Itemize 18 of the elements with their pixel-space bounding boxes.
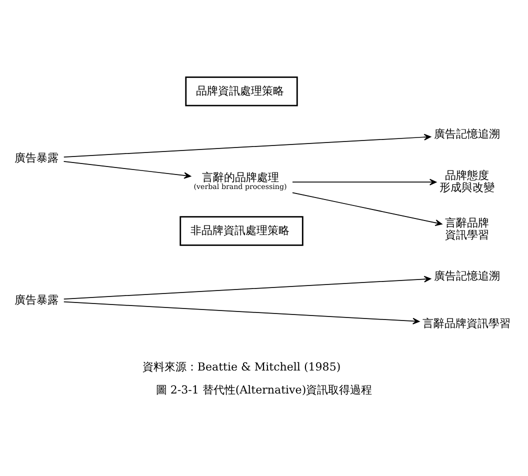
arrow: [63, 160, 192, 178]
node-text: 廣告暴露: [14, 292, 59, 306]
arrow: [292, 192, 442, 226]
node-text: 品牌態度形成與改變: [440, 168, 495, 194]
label: 資料來源：Beattie & Mitchell (1985): [142, 360, 341, 373]
node-box: 品牌資訊處理策略: [185, 76, 298, 106]
caption: 圖 2-3-1 替代性(Alternative)資訊取得過程: [156, 383, 372, 396]
node-box: 非品牌資訊處理策略: [180, 216, 304, 246]
arrow: [63, 133, 432, 157]
node-text: 廣告暴露: [14, 150, 59, 164]
node-text: 言辭品牌資訊學習: [422, 316, 511, 330]
node-text: 廣告記憶追溯: [434, 269, 500, 282]
arrow: [63, 300, 420, 324]
arrow: [63, 275, 432, 299]
node-text: 言辭品牌資訊學習: [445, 216, 490, 241]
node-text: 言辭的品牌處理 (verbal brand processing): [194, 170, 287, 190]
arrow: [292, 178, 437, 185]
node-text: 廣告記憶追溯: [434, 127, 500, 140]
